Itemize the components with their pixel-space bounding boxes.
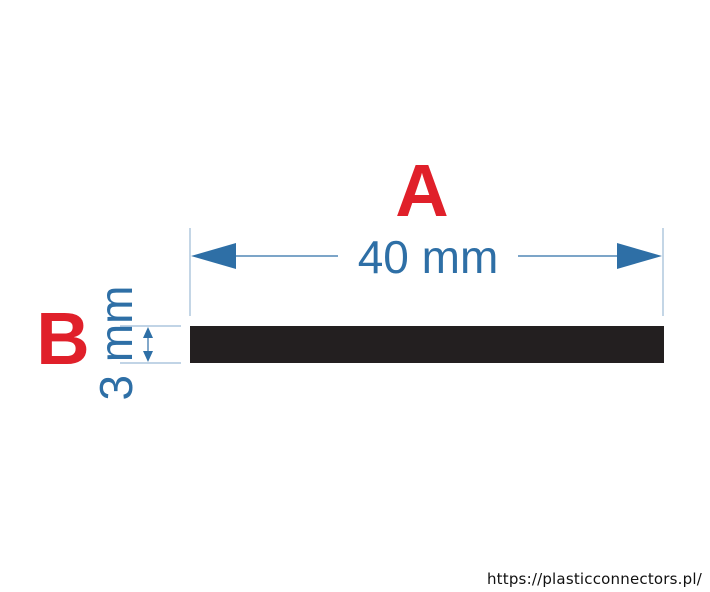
thickness-label: B [36, 297, 89, 380]
length-dimension-text: 40 mm [358, 231, 499, 283]
source-url: https://plasticconnectors.pl/ [486, 570, 702, 588]
profile-bar [190, 326, 664, 363]
length-arrow-right-icon [617, 243, 662, 269]
thickness-arrow-down-icon [143, 351, 153, 362]
length-label: A [395, 149, 448, 232]
thickness-arrow-up-icon [143, 327, 153, 338]
thickness-dimension-text: 3 mm [90, 286, 142, 401]
length-arrow-left-icon [191, 243, 236, 269]
